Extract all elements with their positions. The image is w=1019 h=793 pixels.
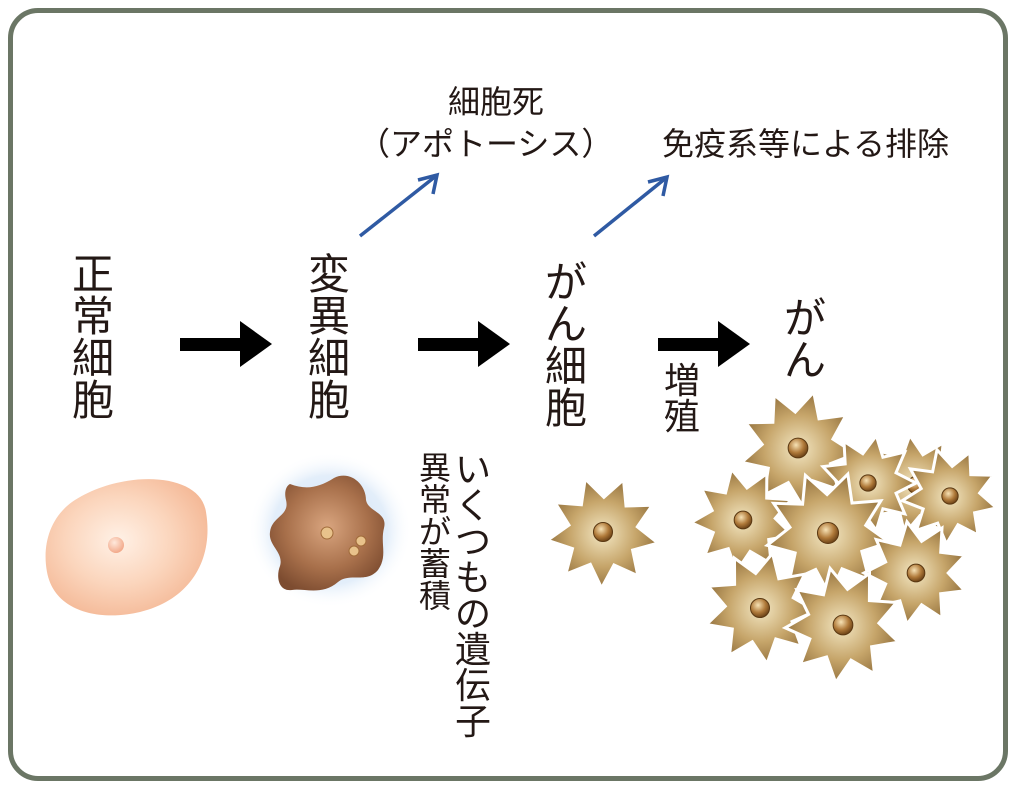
cancer-label: がん [784, 294, 827, 385]
cancer-cluster-cell [860, 518, 969, 628]
apoptosis-arrow [358, 172, 440, 238]
cancer-cluster-cell [763, 471, 893, 599]
cancer-cell-label: がん細胞 [545, 258, 588, 433]
cancer-cell-single [544, 475, 662, 592]
gene-accumulation-label-2: 異常が蓄積 [419, 449, 452, 615]
immune-elimination-label: 免疫系等による排除 [662, 125, 950, 163]
normal-cell [45, 479, 208, 616]
diagram-frame [8, 8, 1008, 781]
progression-arrow-3 [658, 321, 750, 367]
cancer-cluster-cell [898, 446, 1000, 548]
proliferation-label: 増殖 [664, 361, 701, 438]
gene-accumulation-label-1: いくつもの遺伝子 [455, 450, 492, 743]
cancer-cluster-cell [781, 565, 902, 686]
apoptosis-label: （アポトーシス） [358, 125, 614, 163]
progression-arrow-1 [180, 321, 272, 367]
cancer-cell [544, 475, 662, 592]
mutated-cell [248, 452, 412, 608]
normal-cell-label: 正常細胞 [72, 250, 115, 425]
mutated-cell-label: 変異細胞 [308, 250, 351, 425]
cancer-cluster-cell [703, 550, 820, 667]
cancer-cluster [687, 389, 1000, 686]
progression-arrow-2 [418, 321, 510, 367]
immune-arrow [592, 174, 670, 238]
cell-death-label: 細胞死 [448, 83, 545, 121]
